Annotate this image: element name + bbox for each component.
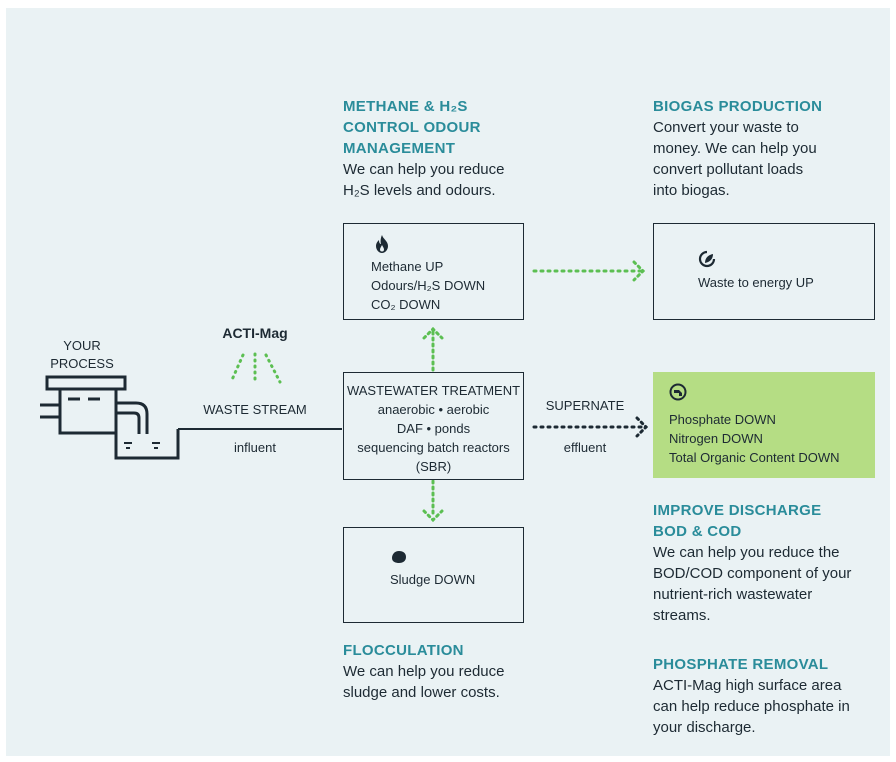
factory-tank-icon xyxy=(40,375,180,460)
methane-section: METHANE & H₂S CONTROL ODOUR MANAGEMENT W… xyxy=(343,96,505,201)
biogas-body-line4: into biogas. xyxy=(653,182,730,199)
process-label-line1: YOUR xyxy=(63,338,101,353)
effluent-label: effluent xyxy=(563,440,607,455)
methane-heading-line3: MANAGEMENT xyxy=(343,140,456,157)
acti-mag-label: ACTI-Mag xyxy=(222,325,288,341)
flame-icon xyxy=(374,234,390,254)
discharge-box-line2: Nitrogen DOWN xyxy=(669,431,763,446)
sludge-box-line1: Sludge DOWN xyxy=(390,572,476,587)
improve-heading-line2: BOD & COD xyxy=(653,523,742,540)
methane-body-line1: We can help you reduce xyxy=(343,161,505,178)
improve-heading-line1: IMPROVE DISCHARGE xyxy=(653,502,822,519)
methane-box-line1: Methane UP xyxy=(371,259,444,274)
methane-heading-line1: METHANE & H₂S xyxy=(343,98,468,115)
process-label-line2: PROCESS xyxy=(50,356,114,371)
supernate-label: SUPERNATE xyxy=(545,398,625,413)
improve-body-line2: BOD/COD component of your xyxy=(653,565,852,582)
phosphate-heading: PHOSPHATE REMOVAL xyxy=(653,656,829,673)
arrow-down-head xyxy=(422,509,444,523)
energy-leaf-icon xyxy=(698,250,716,268)
biogas-body-line2: money. We can help you xyxy=(653,140,817,157)
biogas-body-line1: Convert your waste to xyxy=(653,119,799,136)
improve-section: IMPROVE DISCHARGE BOD & COD We can help … xyxy=(653,500,851,626)
energy-box-line1: Waste to energy UP xyxy=(698,275,814,290)
methane-heading-line2: CONTROL ODOUR xyxy=(343,119,481,136)
influent-label: influent xyxy=(234,440,276,455)
phosphate-body-line2: can help reduce phosphate in xyxy=(653,698,850,715)
improve-body-line1: We can help you reduce the xyxy=(653,544,840,561)
process-label: YOUR PROCESS xyxy=(42,337,122,373)
methane-box-line3: CO₂ DOWN xyxy=(371,297,441,312)
arrow-right-energy-head xyxy=(632,260,646,282)
energy-box: Waste to energy UP xyxy=(653,223,875,320)
waste-stream-label: WASTE STREAM xyxy=(203,402,307,417)
discharge-box: Phosphate DOWN Nitrogen DOWN Total Organ… xyxy=(653,372,875,478)
improve-body-line4: streams. xyxy=(653,607,711,624)
biogas-body-line3: convert pollutant loads xyxy=(653,161,804,178)
flocculation-body-line2: sludge and lower costs. xyxy=(343,684,500,701)
acti-mag-dots xyxy=(229,352,282,386)
arrow-up-head xyxy=(422,326,444,340)
sludge-box: Sludge DOWN xyxy=(343,527,524,623)
flocculation-body-line1: We can help you reduce xyxy=(343,663,505,680)
phosphate-body-line1: ACTI-Mag high surface area xyxy=(653,677,842,694)
treatment-box-line5: (SBR) xyxy=(415,459,452,474)
improve-body-line3: nutrient-rich wastewater xyxy=(653,586,813,603)
treatment-box-line3: DAF • ponds xyxy=(396,421,471,436)
biogas-heading: BIOGAS PRODUCTION xyxy=(653,98,823,115)
discharge-tap-icon xyxy=(669,383,687,401)
treatment-box-line2: anaerobic • aerobic xyxy=(377,402,490,417)
methane-box: Methane UP Odours/H₂S DOWN CO₂ DOWN xyxy=(343,223,524,320)
sludge-icon xyxy=(390,549,408,565)
arrow-right-effluent-head xyxy=(635,416,649,438)
treatment-box: WASTEWATER TREATMENT anaerobic • aerobic… xyxy=(343,372,524,480)
flocculation-heading: FLOCCULATION xyxy=(343,642,464,659)
methane-body-line2: H₂S levels and odours. xyxy=(343,182,496,199)
treatment-box-line4: sequencing batch reactors xyxy=(357,440,510,455)
discharge-box-line3: Total Organic Content DOWN xyxy=(669,450,840,465)
methane-box-line2: Odours/H₂S DOWN xyxy=(371,278,486,293)
treatment-box-line1: WASTEWATER TREATMENT xyxy=(346,383,521,398)
biogas-section: BIOGAS PRODUCTION Convert your waste to … xyxy=(653,96,822,201)
discharge-box-line1: Phosphate DOWN xyxy=(669,412,776,427)
phosphate-body-line3: your discharge. xyxy=(653,719,756,736)
phosphate-section: PHOSPHATE REMOVAL ACTI-Mag high surface … xyxy=(653,654,850,738)
flocculation-section: FLOCCULATION We can help you reduce slud… xyxy=(343,640,505,703)
